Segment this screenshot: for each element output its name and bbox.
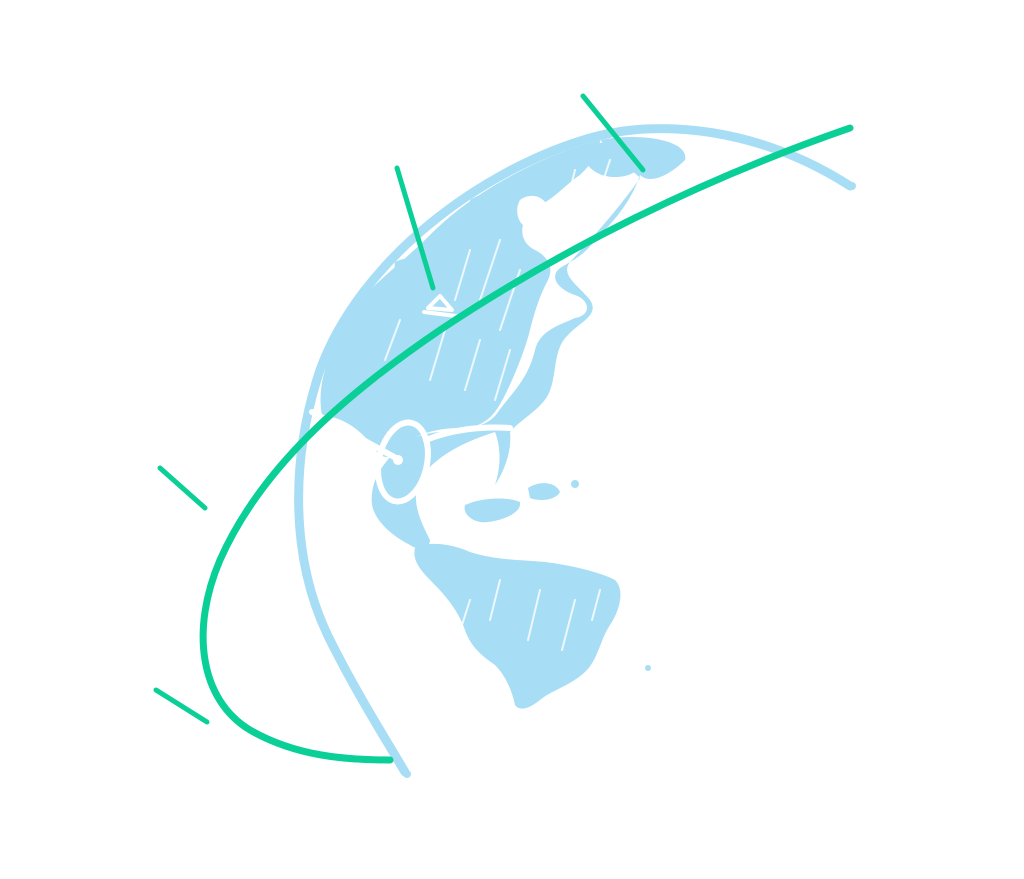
arctic-island-2 [394, 258, 428, 277]
caribbean-island-cuba [464, 498, 521, 523]
caribbean-islet [571, 480, 579, 488]
caribbean-island-hispaniola [528, 483, 560, 500]
south-america-landmass [414, 543, 621, 709]
rim-dot-2 [403, 770, 411, 778]
globe-rim-arc [294, 124, 855, 777]
accent-dash-top [580, 93, 646, 173]
north-america-landmass [371, 136, 686, 549]
arctic-island [470, 193, 510, 216]
greenland-fragment [585, 141, 647, 178]
accent-dash-pin [394, 165, 436, 291]
rim-dot [848, 182, 856, 190]
orbit-path [199, 124, 854, 764]
accent-dash-left [157, 465, 208, 511]
accent-dashes [153, 93, 646, 725]
location-pin-icon [422, 294, 458, 318]
canada-landmass [320, 140, 600, 457]
accent-dash-bottom [153, 687, 210, 725]
land-texture-hatching [351, 159, 611, 651]
hudson-bay [517, 195, 549, 229]
caribbean-islet-2 [645, 665, 651, 671]
